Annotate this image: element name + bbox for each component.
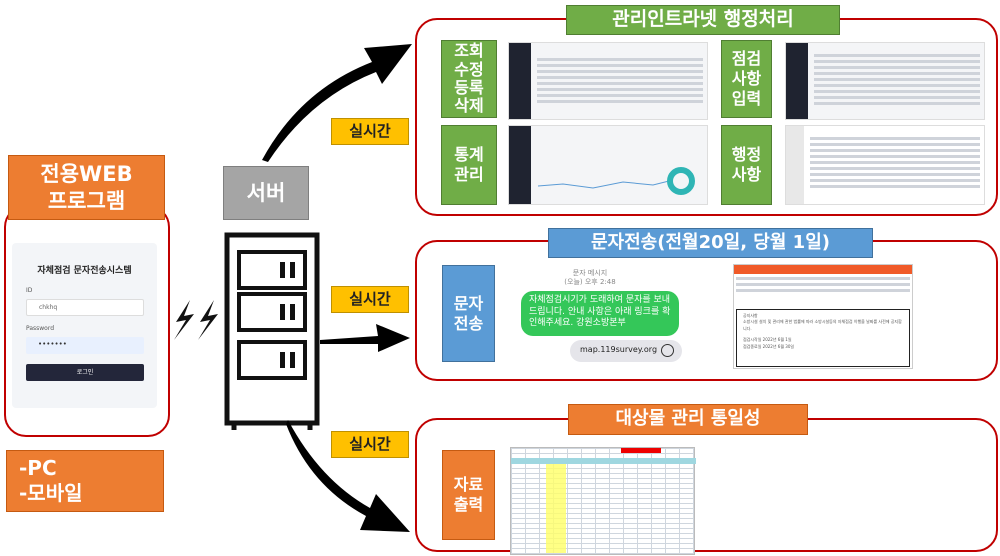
inspection-input-label: 점검 사항 입력 bbox=[721, 40, 772, 118]
target-title: 대상물 관리 통일성 bbox=[568, 404, 808, 435]
crud-screenshot bbox=[508, 42, 708, 120]
server-rack-icon bbox=[224, 232, 320, 430]
notice-end: 점검종료일 2022년 6월 30일 bbox=[743, 343, 795, 349]
realtime-label-middle: 실시간 bbox=[331, 286, 409, 313]
inspection-screenshot bbox=[785, 42, 985, 120]
arrow-up-icon bbox=[262, 44, 412, 162]
password-value: ••••••• bbox=[38, 340, 67, 348]
server-label: 서버 bbox=[223, 166, 309, 220]
sms-label: 문자 전송 bbox=[442, 265, 495, 362]
id-label: ID bbox=[26, 287, 33, 294]
web-program-title: 전용WEB 프로그램 bbox=[8, 155, 165, 220]
realtime-label-bottom: 실시간 bbox=[331, 431, 409, 458]
id-value: chkhq bbox=[39, 304, 58, 311]
login-title: 자체점검 문자전송시스템 bbox=[37, 266, 132, 276]
target-frame bbox=[415, 418, 998, 552]
statistics-label: 통계 관리 bbox=[441, 125, 497, 205]
message-bubble: 자체점검시기가 도래하여 문자를 보내드립니다. 안내 사항은 아래 링크를 확… bbox=[521, 291, 679, 336]
statistics-screenshot bbox=[508, 125, 708, 205]
intranet-title: 관리인트라넷 행정처리 bbox=[566, 5, 840, 35]
admin-label: 행정 사항 bbox=[721, 125, 772, 205]
devices-label: -PC -모바일 bbox=[6, 450, 164, 512]
password-input[interactable]: ••••••• bbox=[26, 337, 144, 354]
crud-label: 조회 수정 등록 삭제 bbox=[441, 40, 497, 118]
link-bubble[interactable]: map.119survey.org bbox=[570, 340, 682, 362]
message-header: 문자 메시지 bbox=[572, 269, 608, 277]
admin-screenshot bbox=[785, 125, 985, 205]
sms-title: 문자전송(전월20일, 당월 1일) bbox=[548, 228, 873, 258]
compass-icon bbox=[661, 344, 674, 357]
spreadsheet-screenshot bbox=[510, 447, 696, 555]
data-output-label: 자료 출력 bbox=[442, 450, 495, 540]
realtime-label-top: 실시간 bbox=[331, 118, 409, 145]
login-button[interactable]: 로그인 bbox=[26, 364, 144, 381]
id-input[interactable]: chkhq bbox=[26, 299, 144, 316]
notice-title: 공지사항 bbox=[743, 313, 758, 318]
notice-start: 점검시작일 2022년 6월 1일 bbox=[743, 337, 792, 343]
notice-body: 소방시설 설치 및 관리에 관한 법률에 따라 소방시설등의 자체점검 이행을 … bbox=[743, 319, 902, 331]
notice-screenshot: 공지사항 소방시설 설치 및 관리에 관한 법률에 따라 소방시설등의 자체점검… bbox=[733, 264, 913, 369]
login-card: 자체점검 문자전송시스템 ID chkhq Password ••••••• 로… bbox=[12, 243, 157, 408]
arrow-down-icon bbox=[286, 420, 410, 532]
arrow-right-icon bbox=[320, 324, 410, 352]
link-text: map.119survey.org bbox=[580, 345, 658, 354]
lightning-icon bbox=[174, 300, 218, 340]
message-time: (오늘) 오후 2:48 bbox=[564, 278, 616, 286]
password-label: Password bbox=[26, 325, 55, 332]
